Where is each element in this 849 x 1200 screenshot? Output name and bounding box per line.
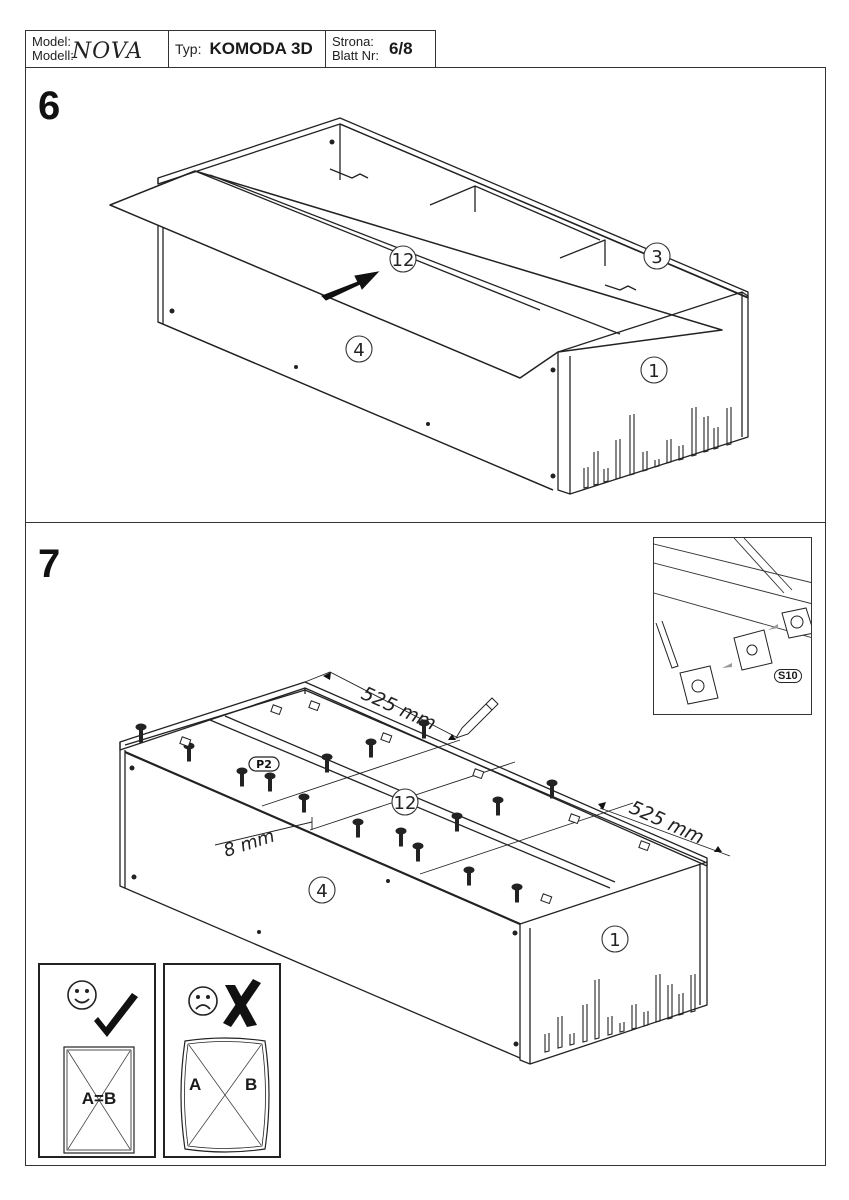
screw-icon	[236, 767, 248, 787]
strona-label: Strona:	[332, 34, 374, 49]
part-label-4: 4	[345, 335, 373, 363]
part-label-3: 3	[643, 242, 671, 270]
cross-icon	[223, 979, 261, 1027]
screw-icon	[412, 842, 424, 862]
screw-icon	[395, 827, 407, 847]
bracket-detail-inset: S10	[653, 537, 812, 715]
svg-text:12: 12	[394, 793, 417, 814]
part-label-1: 1	[601, 925, 629, 953]
smiley-face-icon	[67, 980, 97, 1010]
part-tag-s10: S10	[774, 669, 802, 683]
checkmark-icon	[94, 993, 138, 1037]
pencil-icon	[454, 697, 499, 739]
insert-arrow-icon	[321, 271, 380, 301]
svg-text:4: 4	[353, 340, 364, 361]
screw-icon	[492, 796, 504, 816]
screw-icon	[463, 866, 475, 886]
screw-tag-p2: P2	[248, 756, 280, 772]
screw-icon	[264, 772, 276, 792]
part-label-1: 1	[640, 356, 668, 384]
diagonal-b-label: B	[245, 1075, 258, 1094]
part-label-12: 12	[389, 245, 417, 273]
part-label-12: 12	[391, 788, 419, 816]
correct-diagonal-box: A=B	[38, 963, 156, 1158]
blatt-label: Blatt Nr:	[332, 48, 379, 63]
diagonal-a-label: A	[189, 1075, 202, 1094]
model-label: Model:	[32, 34, 72, 49]
screw-icon	[135, 723, 147, 743]
title-block: Model: Modell: NOVA Typ: KOMODA 3D Stron…	[25, 30, 436, 67]
step-6-number: 6	[38, 84, 61, 128]
svg-text:P2: P2	[256, 758, 272, 771]
part-label-4: 4	[308, 876, 336, 904]
type-label: Typ:	[175, 41, 202, 57]
svg-text:1: 1	[648, 361, 659, 382]
wrong-diagonal-box: A B	[163, 963, 281, 1158]
screw-icon	[298, 793, 310, 813]
svg-text:3: 3	[651, 247, 662, 268]
svg-text:4: 4	[316, 881, 327, 902]
svg-text:1: 1	[609, 930, 620, 951]
screw-icon	[352, 818, 364, 838]
edge-offset-label: 8 mm	[221, 826, 277, 862]
section-divider	[25, 522, 826, 523]
modell-label: Modell:	[32, 48, 74, 63]
page-cell: Strona: Blatt Nr: 6/8	[326, 31, 435, 67]
svg-text:12: 12	[392, 250, 415, 271]
screw-icon	[365, 738, 377, 758]
model-name: NOVA	[71, 38, 144, 64]
equal-diagonals-label: A=B	[81, 1089, 117, 1108]
screw-icon	[451, 812, 463, 832]
screw-icon	[321, 753, 333, 773]
step-7-number: 7	[38, 542, 61, 586]
screw-icon	[546, 779, 558, 799]
type-cell: Typ: KOMODA 3D	[169, 31, 326, 67]
page-frame	[25, 67, 826, 1166]
model-cell: Model: Modell: NOVA	[26, 31, 169, 67]
screw-icon	[511, 883, 523, 903]
type-value: KOMODA 3D	[209, 39, 313, 58]
sad-face-icon	[188, 986, 218, 1016]
dimension-label-left: 525 mm	[358, 682, 439, 734]
page-number: 6/8	[388, 39, 413, 58]
